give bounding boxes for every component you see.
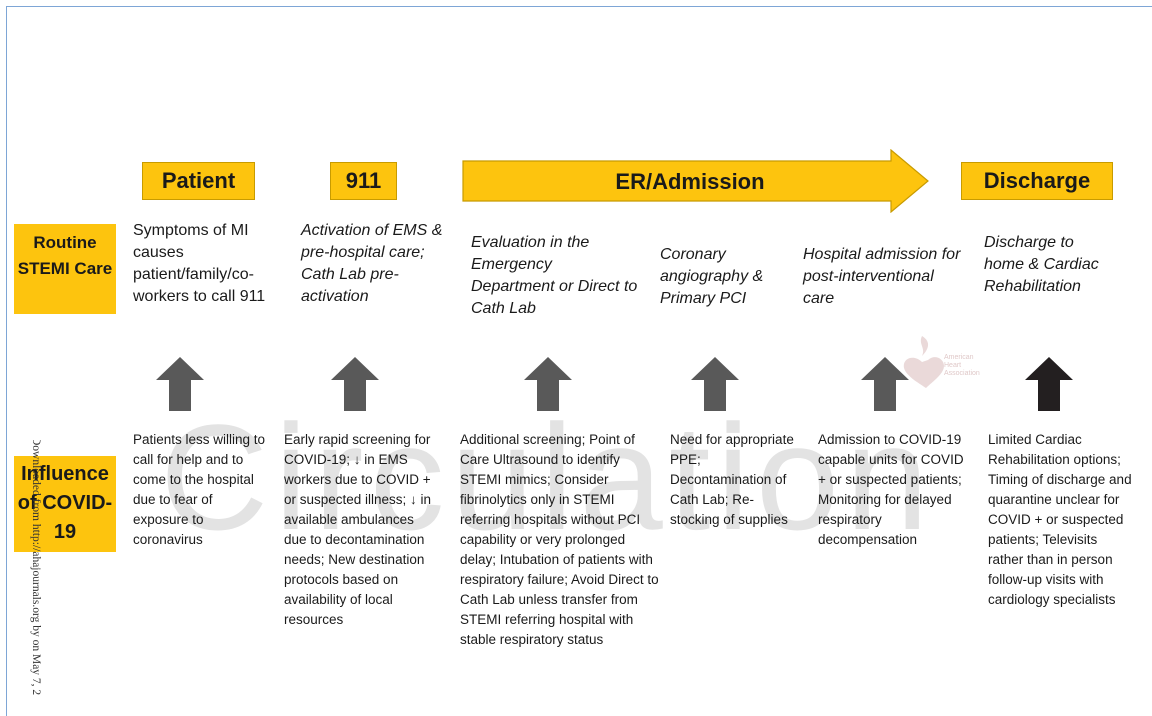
routine-911: Activation of EMS & pre-hospital care; C…: [301, 222, 443, 305]
up-arrow-icon: [331, 357, 379, 411]
aha-logo-text: American Heart Association: [944, 354, 992, 378]
routine-hospital-admission: Hospital admission for post-intervention…: [803, 246, 961, 307]
aha-logo-label: American Heart Association: [944, 354, 980, 377]
routine-er-evaluation: Evaluation in the Emergency Department o…: [471, 234, 638, 317]
stage-911: 911: [330, 162, 397, 200]
covid-911: Early rapid screening for COVID-19; ↓ in…: [284, 432, 432, 627]
download-notice: Downloaded from http://ahajournals.org b…: [28, 440, 42, 716]
up-arrow-icon: [861, 357, 909, 411]
covid-angiography: Need for appropriate PPE; Decontaminatio…: [670, 432, 794, 527]
up-arrow-icon: [1025, 357, 1073, 411]
up-arrow-icon: [156, 357, 204, 411]
stage-discharge: Discharge: [961, 162, 1113, 200]
watermark: Circulation: [160, 393, 935, 561]
routine-patient: Symptoms of MI causes patient/family/co-…: [133, 222, 266, 305]
up-arrow-icon: [691, 357, 739, 411]
er-admission-arrow: [462, 149, 929, 213]
covid-patient: Patients less willing to call for help a…: [133, 432, 266, 547]
routine-discharge: Discharge to home & Cardiac Rehabilitati…: [984, 234, 1099, 295]
covid-discharge: Limited Cardiac Rehabilitation options; …: [988, 432, 1132, 607]
routine-angiography: Coronary angiography & Primary PCI: [660, 246, 764, 307]
covid-er-evaluation: Additional screening; Point of Care Ultr…: [460, 432, 659, 647]
stage-patient: Patient: [142, 162, 255, 200]
up-arrow-icon: [524, 357, 572, 411]
download-notice-text: Downloaded from http://ahajournals.org b…: [30, 440, 42, 696]
heart-torch-icon: [903, 336, 944, 388]
stage-er-admission: ER/Admission: [615, 169, 765, 194]
row-label-routine: Routine STEMI Care: [14, 224, 116, 314]
slide-frame: [6, 6, 1152, 716]
row-label-covid: Influence of COVID-19: [14, 456, 116, 552]
covid-hospital-admission: Admission to COVID-19 capable units for …: [818, 432, 964, 547]
